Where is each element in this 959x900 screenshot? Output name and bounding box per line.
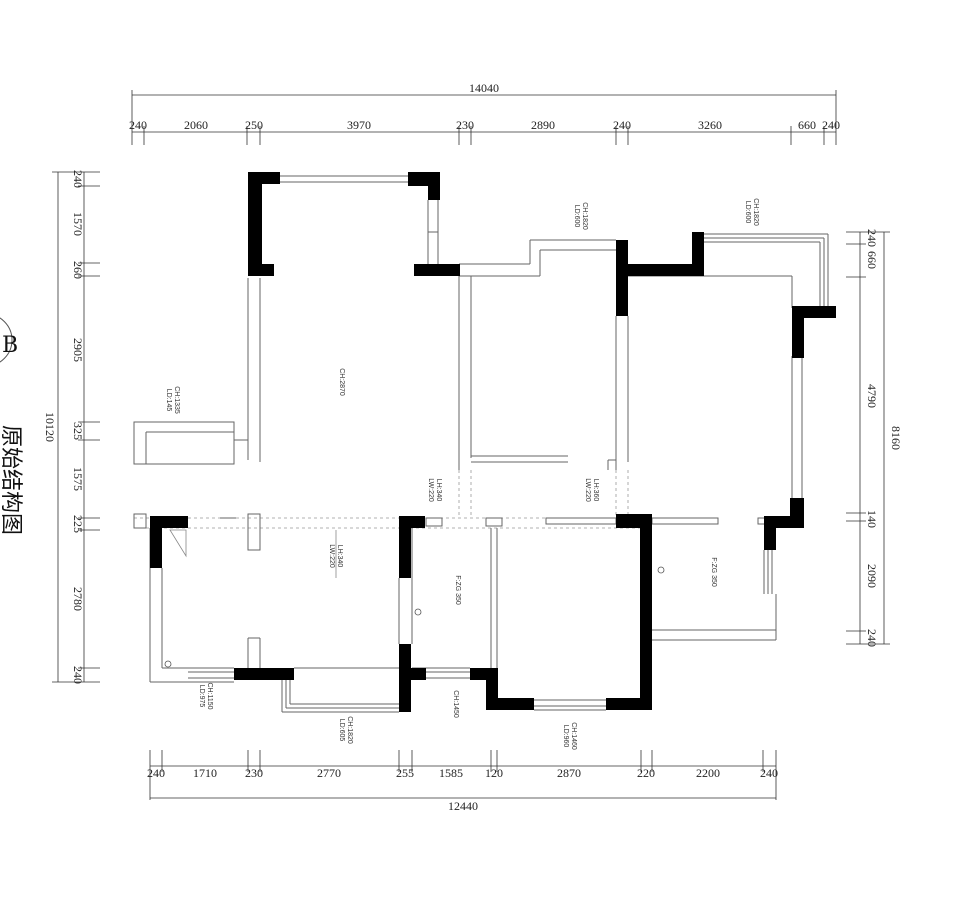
wall-outlines <box>133 175 829 713</box>
top-total: 14040 <box>469 81 499 95</box>
bottom-dim-7: 120 <box>485 766 503 780</box>
left-dim-2: 1570 <box>71 212 85 236</box>
left-dim-6: 1575 <box>71 467 85 491</box>
page-title: 原始结构图 <box>0 425 23 535</box>
top-dim-9: 660 <box>798 118 816 132</box>
top-dim-8: 3260 <box>698 118 722 132</box>
bottom-dim-8: 2870 <box>557 766 581 780</box>
top-dim-1: 240 <box>129 118 147 132</box>
label-window-top-right-ld: LD:600 <box>744 201 751 224</box>
bottom-dim-11: 240 <box>760 766 778 780</box>
left-total: 10120 <box>43 412 57 442</box>
label-floor-right: F:ZG 350 <box>710 557 717 587</box>
top-dim-10: 240 <box>822 118 840 132</box>
right-dim-2: 660 <box>865 251 879 269</box>
right-dim-4: 140 <box>865 510 879 528</box>
title-badge: B <box>2 333 18 358</box>
label-ceiling-height: CH:2870 <box>338 368 345 396</box>
bottom-dim-4: 2770 <box>317 766 341 780</box>
label-window-bottom-center-ch: CH:1450 <box>452 690 459 718</box>
left-dim-4: 2905 <box>71 338 85 362</box>
right-dim-5: 2090 <box>865 564 879 588</box>
right-dim-6: 240 <box>865 629 879 647</box>
top-dimension-chain: 14040 240 2060 250 3970 230 2890 240 326… <box>129 81 840 145</box>
label-beam-lower-lh: LH:340 <box>336 545 343 568</box>
label-window-left-ld: LD:145 <box>165 389 172 412</box>
label-window-top-mid-ld: LD:600 <box>573 205 580 228</box>
bottom-dim-2: 1710 <box>193 766 217 780</box>
label-window-bottom-right-ld: LD:960 <box>562 725 569 748</box>
bottom-dim-5: 255 <box>396 766 414 780</box>
left-dim-1: 240 <box>71 170 85 188</box>
label-door-mid-left-lw: LW:220 <box>427 478 434 502</box>
label-door-mid-right-lw: LW:220 <box>584 478 591 502</box>
bottom-dim-9: 220 <box>637 766 655 780</box>
label-door-mid-left-lh: LH:340 <box>435 479 442 502</box>
label-floor-mid: F:ZG 350 <box>454 575 461 605</box>
left-dim-9: 240 <box>71 666 85 684</box>
bottom-total: 12440 <box>448 799 478 813</box>
bottom-dimension-chain: 240 1710 230 2770 255 1585 120 2870 220 … <box>147 750 778 813</box>
title-badge-circle <box>0 317 13 363</box>
annotations: CH:2870 CH:1335 LD:145 CH:1820 LD:600 CH… <box>165 198 759 750</box>
title-block: B 原始结构图 <box>0 317 23 535</box>
label-window-bottom-left-ld: LD:975 <box>198 685 205 708</box>
top-dim-2: 2060 <box>184 118 208 132</box>
label-window-bottom-mid-ld: LD:605 <box>338 719 345 742</box>
label-window-top-right-ch: CH:1820 <box>752 198 759 226</box>
top-dim-4: 3970 <box>347 118 371 132</box>
structural-walls <box>150 172 836 712</box>
left-dimension-chain: 10120 240 1570 260 2905 325 1575 225 278… <box>43 170 100 684</box>
label-door-mid-right-lh: LH:360 <box>592 479 599 502</box>
top-dim-5: 230 <box>456 118 474 132</box>
top-dim-3: 250 <box>245 118 263 132</box>
right-total: 8160 <box>889 426 903 450</box>
label-window-top-mid-ch: CH:1820 <box>581 202 588 230</box>
top-dim-6: 2890 <box>531 118 555 132</box>
label-beam-lower-lw: LW:220 <box>328 544 335 568</box>
left-dim-5: 325 <box>71 422 85 440</box>
left-dim-3: 260 <box>71 261 85 279</box>
right-dimension-chain: 240 660 4790 140 2090 240 8160 <box>846 229 903 647</box>
label-window-bottom-right-ch: CH:1460 <box>570 722 577 750</box>
top-dim-7: 240 <box>613 118 631 132</box>
left-dim-8: 2780 <box>71 587 85 611</box>
right-dim-1: 240 <box>865 229 879 247</box>
right-dim-3: 4790 <box>865 384 879 408</box>
label-window-bottom-mid-ch: CH:1820 <box>346 716 353 744</box>
bottom-dim-1: 240 <box>147 766 165 780</box>
bottom-dim-6: 1585 <box>439 766 463 780</box>
bottom-dim-3: 230 <box>245 766 263 780</box>
left-dim-7: 225 <box>71 515 85 533</box>
label-window-left-ch: CH:1335 <box>173 386 180 414</box>
label-window-bottom-left-ch: CH:1150 <box>206 682 213 709</box>
bottom-dim-10: 2200 <box>696 766 720 780</box>
